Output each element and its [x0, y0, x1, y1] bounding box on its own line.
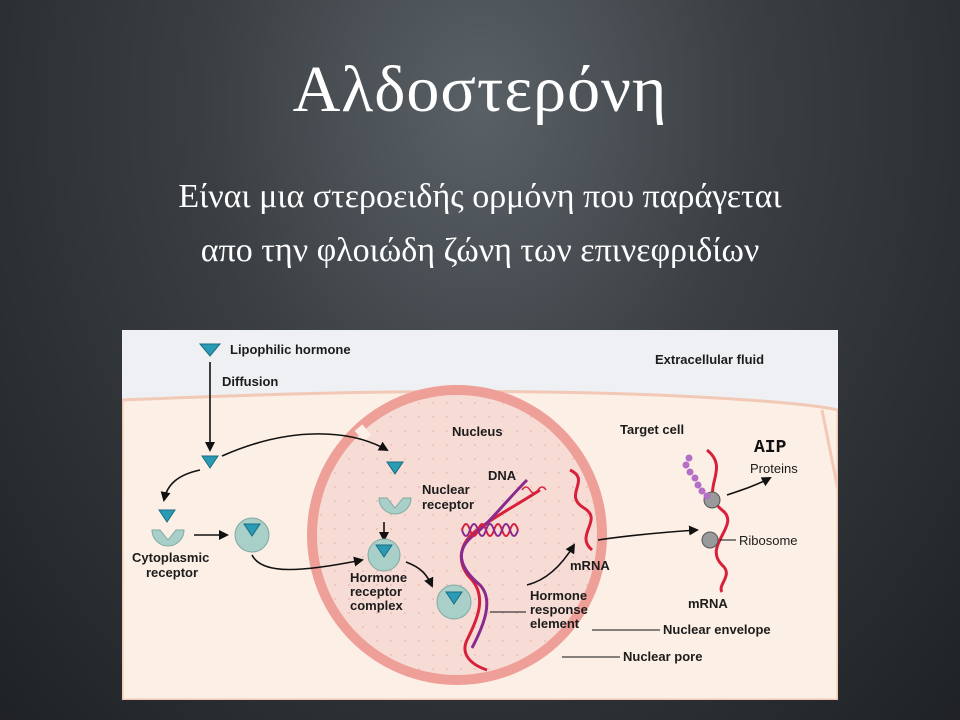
- mrna-strand-nucleus: [569, 468, 594, 552]
- dna-bound-receptor-icon: [436, 584, 472, 620]
- nucleus-label: Nucleus: [452, 424, 503, 439]
- proteins-label: Proteins: [750, 461, 798, 476]
- protein-chain-icon: [682, 454, 711, 500]
- cytoplasmic-receptor-icon: [151, 529, 185, 547]
- hormone-mechanism-diagram: Lipophilic hormone Diffusion Extracellul…: [122, 330, 838, 700]
- nuclear-pore: [543, 654, 561, 672]
- nuclear-pore-label: Nuclear pore: [623, 649, 702, 664]
- hormone-receptor-complex-icon: [367, 538, 401, 572]
- mrna-nucleus-label: mRNA: [570, 558, 610, 573]
- dna-helix: [459, 478, 547, 672]
- hormone-response-element-label-2: response: [530, 602, 588, 617]
- diffusion-label: Diffusion: [222, 374, 278, 389]
- nuclear-receptor-label-1: Nuclear: [422, 482, 470, 497]
- cytoplasmic-receptor-label-1: Cytoplasmic: [132, 550, 209, 565]
- slide-title: Αλδοστερόνη: [292, 53, 668, 126]
- lipophilic-hormone-icon: [198, 343, 222, 357]
- mrna-cytoplasm-label: mRNA: [688, 596, 728, 611]
- hormone-molecule-icon: [201, 455, 219, 469]
- bound-cytoplasmic-receptor-icon: [234, 517, 270, 553]
- hormone-receptor-complex-label-1: Hormone: [350, 570, 407, 585]
- extracellular-fluid-label: Extracellular fluid: [655, 352, 764, 367]
- nuclear-receptor-icon: [378, 497, 412, 515]
- hormone-receptor-complex-label-2: receptor: [350, 584, 402, 599]
- hormone-response-element-label-1: Hormone: [530, 588, 587, 603]
- nuclear-envelope-label: Nuclear envelope: [663, 622, 771, 637]
- hormone-molecule-nuclear-icon: [386, 461, 404, 475]
- slide-subtitle: Είναι μια στεροειδής ορμόνη που παράγετα…: [178, 178, 782, 269]
- cytoplasmic-receptor-label-2: receptor: [146, 565, 198, 580]
- lipophilic-hormone-label: Lipophilic hormone: [230, 342, 351, 357]
- ribosome-label: Ribosome: [739, 533, 798, 548]
- dna-label: DNA: [488, 468, 517, 483]
- mrna-strand-cytoplasm: [706, 448, 730, 593]
- aip-label: AIP: [754, 438, 787, 458]
- hormone-response-element-label-3: element: [530, 616, 580, 631]
- hormone-receptor-complex-label-3: complex: [350, 598, 404, 613]
- target-cell-label: Target cell: [620, 422, 684, 437]
- diagram-svg: Lipophilic hormone Diffusion Extracellul…: [122, 330, 838, 700]
- nuclear-receptor-label-2: receptor: [422, 497, 474, 512]
